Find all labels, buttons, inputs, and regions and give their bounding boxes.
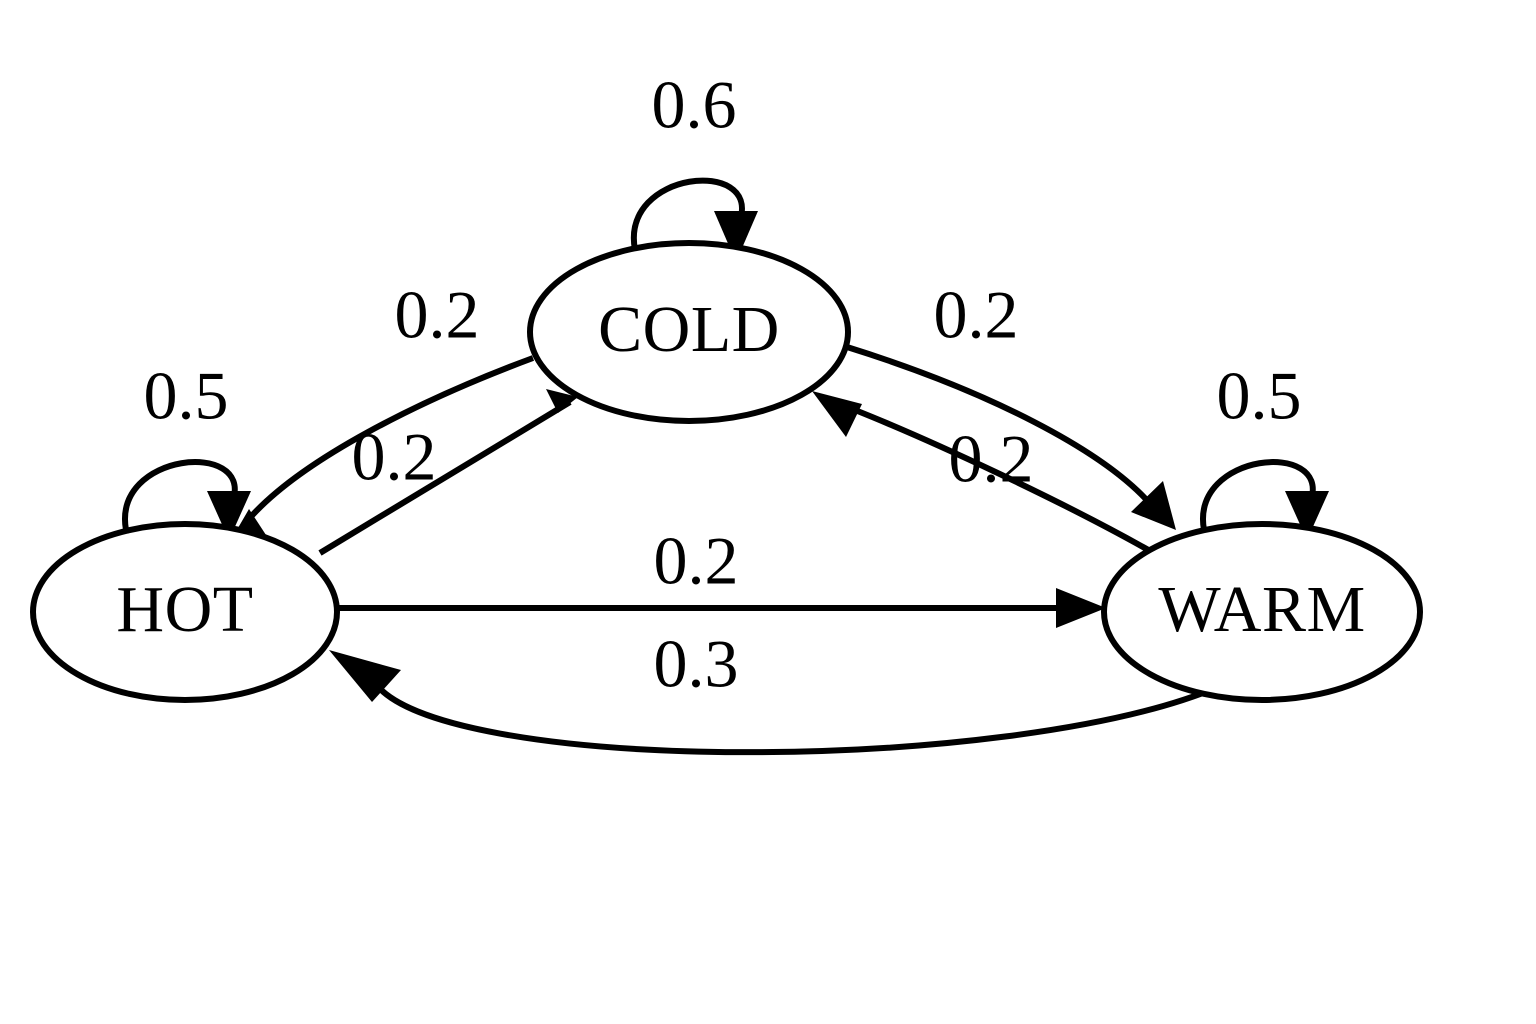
edge-warm-to-cold-path — [853, 407, 1154, 555]
arrow-head-hot-to-cold — [546, 389, 578, 413]
arrow-head-warm-self-loop — [1285, 491, 1329, 540]
state-node-cold-label: COLD — [598, 293, 780, 366]
state-node-cold[interactable]: COLD — [527, 240, 851, 424]
edge-warm-self-loop-path — [1200, 459, 1316, 531]
arrow-head-warm-to-cold — [812, 391, 862, 437]
edge-cold-self-loop-path — [630, 177, 745, 251]
edge-hot-to-warm[interactable] — [337, 588, 1106, 628]
edge-hot-self-loop-path — [122, 459, 238, 531]
edge-warm-self-loop[interactable] — [1200, 459, 1329, 540]
edge-cold-to-warm-path — [846, 344, 1156, 509]
edge-warm-to-cold[interactable] — [812, 391, 1154, 555]
edge-label-cold-to-warm: 0.2 — [934, 277, 1019, 353]
arrow-head-hot-self-loop — [207, 491, 251, 540]
state-node-cold-ellipse — [527, 240, 851, 424]
state-node-warm-label: WARM — [1158, 573, 1365, 646]
state-node-hot[interactable]: HOT — [30, 521, 340, 703]
state-node-warm[interactable]: WARM — [1101, 521, 1423, 703]
edge-hot-to-cold[interactable] — [318, 389, 578, 556]
edge-hot-to-cold-path — [318, 399, 572, 556]
edge-cold-to-hot-path — [245, 355, 535, 522]
edge-label-warm-self-loop: 0.5 — [1217, 358, 1302, 434]
edge-warm-to-hot-path — [370, 678, 1220, 756]
edge-label-hot-to-warm: 0.2 — [654, 523, 739, 599]
edge-warm-to-hot[interactable] — [329, 650, 1220, 756]
edge-label-warm-to-cold: 0.2 — [949, 421, 1034, 497]
edge-label-cold-to-hot: 0.2 — [395, 277, 480, 353]
edge-hot-self-loop[interactable] — [122, 459, 251, 540]
state-node-warm-ellipse — [1101, 521, 1423, 703]
edge-label-hot-self-loop: 0.5 — [144, 358, 229, 434]
edge-cold-self-loop[interactable] — [630, 177, 758, 262]
state-node-hot-ellipse — [30, 521, 340, 703]
edge-cold-to-warm[interactable] — [846, 344, 1176, 530]
state-node-hot-label: HOT — [116, 573, 253, 646]
edge-label-hot-to-cold: 0.2 — [352, 419, 437, 495]
arrow-head-cold-self-loop — [714, 211, 758, 262]
arrow-head-warm-to-hot — [329, 650, 401, 702]
edge-label-warm-to-hot: 0.3 — [654, 626, 739, 702]
arrow-head-hot-to-warm — [1056, 588, 1106, 628]
arrow-head-cold-to-warm — [1131, 481, 1176, 530]
edge-label-cold-self-loop: 0.6 — [652, 67, 737, 143]
